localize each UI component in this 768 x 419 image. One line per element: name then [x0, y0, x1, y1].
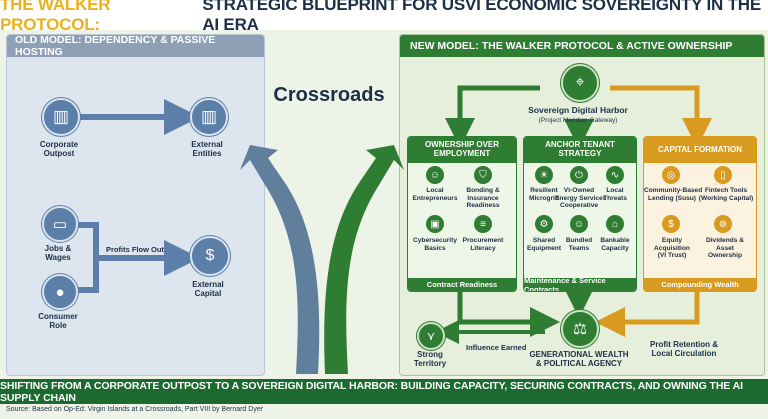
- bonding-insurance-label: Bonding & Insurance Readiness: [466, 187, 500, 210]
- old-model-header: OLD MODEL: DEPENDENCY & PASSIVE HOSTING: [7, 35, 264, 58]
- title-main: STRATEGIC BLUEPRINT FOR USVI ECONOMIC SO…: [202, 0, 761, 34]
- vi-owned-energy-label: VI-Owned Energy Services Cooperative: [555, 187, 607, 210]
- capital-formation-column: CAPITAL FORMATION Compounding Wealth: [643, 136, 757, 292]
- page-title: THE WALKER PROTOCOL: STRATEGIC BLUEPRINT…: [0, 0, 768, 34]
- external-entities-label: External Entities: [191, 140, 223, 159]
- building-icon: ▥: [200, 107, 218, 126]
- shield-icon: ⛉: [474, 166, 492, 184]
- document-icon: ≡: [474, 215, 492, 233]
- external-entities-node: ▥: [190, 98, 228, 136]
- fintech-tools-label: Fintech Tools (Working Capital): [698, 187, 754, 202]
- generational-wealth-label: GENERATIONAL WEALTH & POLITICAL AGENCY: [529, 350, 629, 369]
- scale-icon: ⚖: [572, 321, 588, 338]
- lock-icon: ▣: [426, 215, 444, 233]
- consumer-role-node: ●: [42, 274, 78, 310]
- strong-territory-node: ⋎: [417, 322, 445, 350]
- people-icon: ☺: [570, 215, 588, 233]
- gear-icon: ⚙: [535, 215, 553, 233]
- anchor-tenant-column-header: ANCHOR TENANT STRATEGY: [524, 137, 636, 163]
- profits-flow-out-label: Profits Flow Out: [106, 245, 164, 254]
- coins-icon: ◎: [662, 166, 680, 184]
- equity-acquisition-label: Equity Acquisition (VI Trust): [654, 237, 690, 260]
- contract-readiness-footer: Contract Readiness: [408, 278, 516, 291]
- shared-equipment-label: Shared Equipment: [526, 237, 562, 252]
- hub-title: Sovereign Digital Harbor: [528, 105, 628, 115]
- external-capital-node: $: [190, 236, 230, 276]
- new-model-header: NEW MODEL: THE WALKER PROTOCOL & ACTIVE …: [400, 35, 764, 57]
- jobs-wages-label: Jobs & Wages: [44, 244, 72, 263]
- dividends-label: Dividends & Asset Ownership: [705, 237, 745, 260]
- money-hand-icon: $: [205, 247, 215, 264]
- old-model-panel: OLD MODEL: DEPENDENCY & PASSIVE HOSTING: [6, 34, 265, 376]
- pulse-icon: ∿: [606, 166, 624, 184]
- consumer-role-label: Consumer Role: [38, 312, 78, 331]
- coins-icon: $: [662, 215, 680, 233]
- title-prefix: THE WALKER PROTOCOL:: [0, 0, 111, 34]
- capital-formation-column-header: CAPITAL FORMATION: [644, 137, 756, 163]
- crossroads-label: Crossroads: [273, 84, 385, 106]
- bundled-teams-label: Bundled Teams: [565, 237, 593, 252]
- maintenance-contracts-footer: Maintenance & Service Contracts: [524, 276, 636, 291]
- corporate-outpost-node: ▥: [42, 98, 80, 136]
- map-pin-icon: ⌖: [575, 74, 585, 91]
- briefcase-icon: ▭: [52, 216, 68, 233]
- procurement-label: Procurement Literacy: [462, 237, 504, 252]
- local-entrepreneurs-label: Local Entrepreneurs: [412, 187, 458, 202]
- sovereign-harbor-node: ⌖: [561, 64, 599, 102]
- power-icon: ⏻: [570, 166, 588, 184]
- cybersecurity-label: Cybersecurity Basics: [413, 237, 457, 252]
- external-capital-label: External Capital: [192, 280, 224, 299]
- building-icon: ▥: [52, 107, 70, 126]
- anchor-tenant-column: ANCHOR TENANT STRATEGY Maintenance & Ser…: [523, 136, 637, 292]
- resilient-microgrid-label: Resilient Microgrid: [528, 187, 560, 202]
- jobs-wages-node: ▭: [42, 206, 78, 242]
- corporate-outpost-label: Corporate Outpost: [39, 140, 79, 159]
- community-lending-label: Community-Based Lending (Susu): [644, 187, 703, 202]
- compounding-wealth-footer: Compounding Wealth: [644, 278, 756, 291]
- person-icon: ●: [55, 283, 65, 301]
- ownership-column: OWNERSHIP OVER EMPLOYMENT Contract Readi…: [407, 136, 517, 292]
- solar-icon: ☀: [535, 166, 553, 184]
- eagle-icon: ⋎: [426, 329, 436, 343]
- coins-icon: ⊛: [714, 215, 732, 233]
- local-threats-label: Local Threats: [603, 187, 627, 202]
- profit-retention-label: Profit Retention & Local Circulation: [650, 340, 718, 359]
- bank-icon: ⌂: [606, 215, 624, 233]
- influence-earned-label: Influence Earned: [466, 343, 527, 352]
- people-icon: ☺: [426, 166, 444, 184]
- bankable-capacity-label: Bankable Capacity: [600, 237, 630, 252]
- phone-icon: ▯: [714, 166, 732, 184]
- ownership-column-header: OWNERSHIP OVER EMPLOYMENT: [408, 137, 516, 163]
- source-note: Source: Based on Op-Ed: Virgin Islands a…: [6, 406, 264, 413]
- strong-territory-label: Strong Territory: [413, 350, 447, 369]
- generational-wealth-node: ⚖: [561, 310, 599, 348]
- footer-banner: SHIFTING FROM A CORPORATE OUTPOST TO A S…: [0, 379, 768, 404]
- hub-subtitle: (Project Meridian Gateway): [538, 117, 618, 124]
